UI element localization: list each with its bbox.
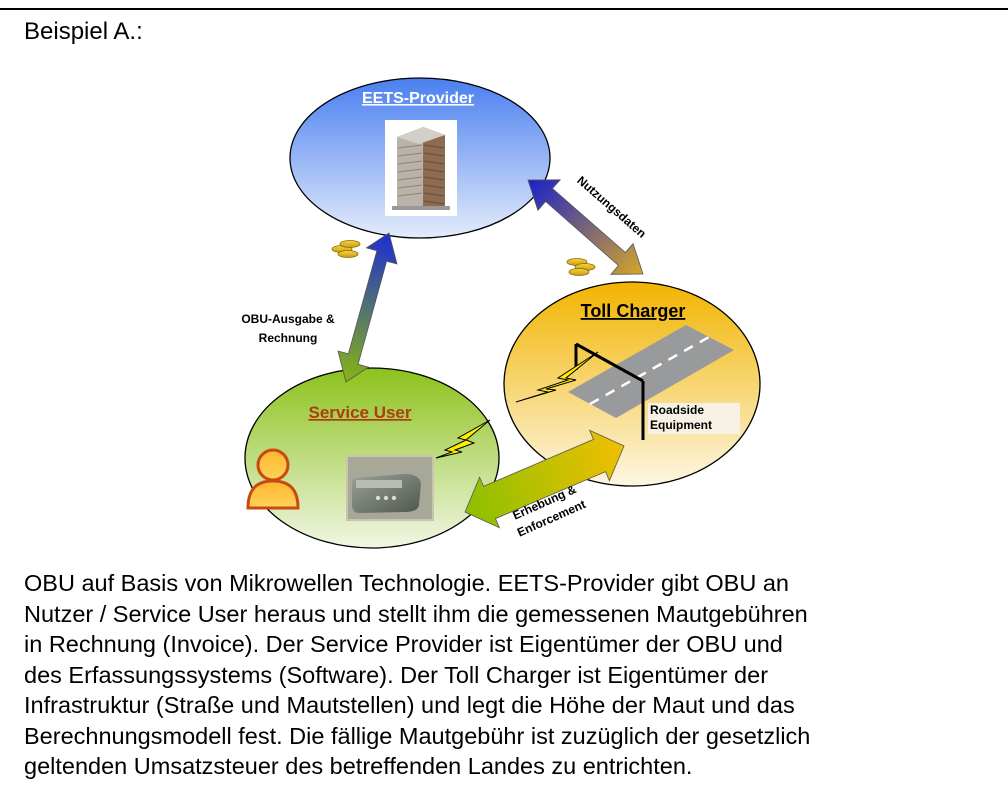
collection-enforcement-arrow — [464, 429, 625, 529]
toll-charger-label: Toll Charger — [581, 301, 686, 321]
paragraph-line: geltenden Umsatzsteuer des betreffenden … — [24, 753, 693, 779]
top-rule — [0, 8, 1008, 10]
microwave-signal-icon — [515, 351, 599, 403]
office-building-icon — [385, 120, 457, 216]
paragraph-line: Nutzer / Service User heraus und stellt … — [24, 600, 808, 627]
coins-icon — [331, 240, 361, 258]
eets-diagram: EETS-Provider Toll Charger Service User … — [241, 77, 761, 549]
paragraph-line: Berechnungsmodell fest. Die fällige Maut… — [24, 722, 811, 749]
coins-icon — [566, 258, 596, 276]
obu-device-icon — [346, 455, 434, 521]
paragraph-line: in Rechnung (Invoice). Der Service Provi… — [24, 631, 783, 657]
paragraph-line: OBU auf Basis von Mikrowellen Technologi… — [24, 570, 789, 596]
service-user-label: Service User — [308, 403, 411, 422]
paragraph-line: des Erfassungssystems (Software). Der To… — [24, 661, 769, 688]
roadside-label-line1: Roadside — [650, 403, 704, 417]
microwave-signal-icon — [435, 419, 491, 459]
obu-invoice-arrow — [337, 232, 398, 383]
roadside-equipment-label-box — [648, 403, 740, 434]
paragraph-line: Infrastruktur (Straße und Mautstellen) u… — [24, 692, 795, 718]
gantry-icon — [574, 342, 645, 440]
person-icon — [246, 448, 300, 510]
obu-invoice-label-line2: Rechnung — [259, 331, 318, 345]
obu-invoice-label-line1: OBU-Ausgabe & — [241, 312, 335, 326]
description-paragraph: OBU auf Basis von Mikrowellen Technologi… — [24, 568, 984, 782]
usage-data-arrow — [527, 179, 644, 275]
eets-provider-label: EETS-Provider — [362, 90, 474, 107]
roadside-label-line2: Equipment — [650, 418, 712, 432]
heading: Beispiel A.: — [24, 18, 143, 45]
road-icon — [568, 325, 734, 418]
